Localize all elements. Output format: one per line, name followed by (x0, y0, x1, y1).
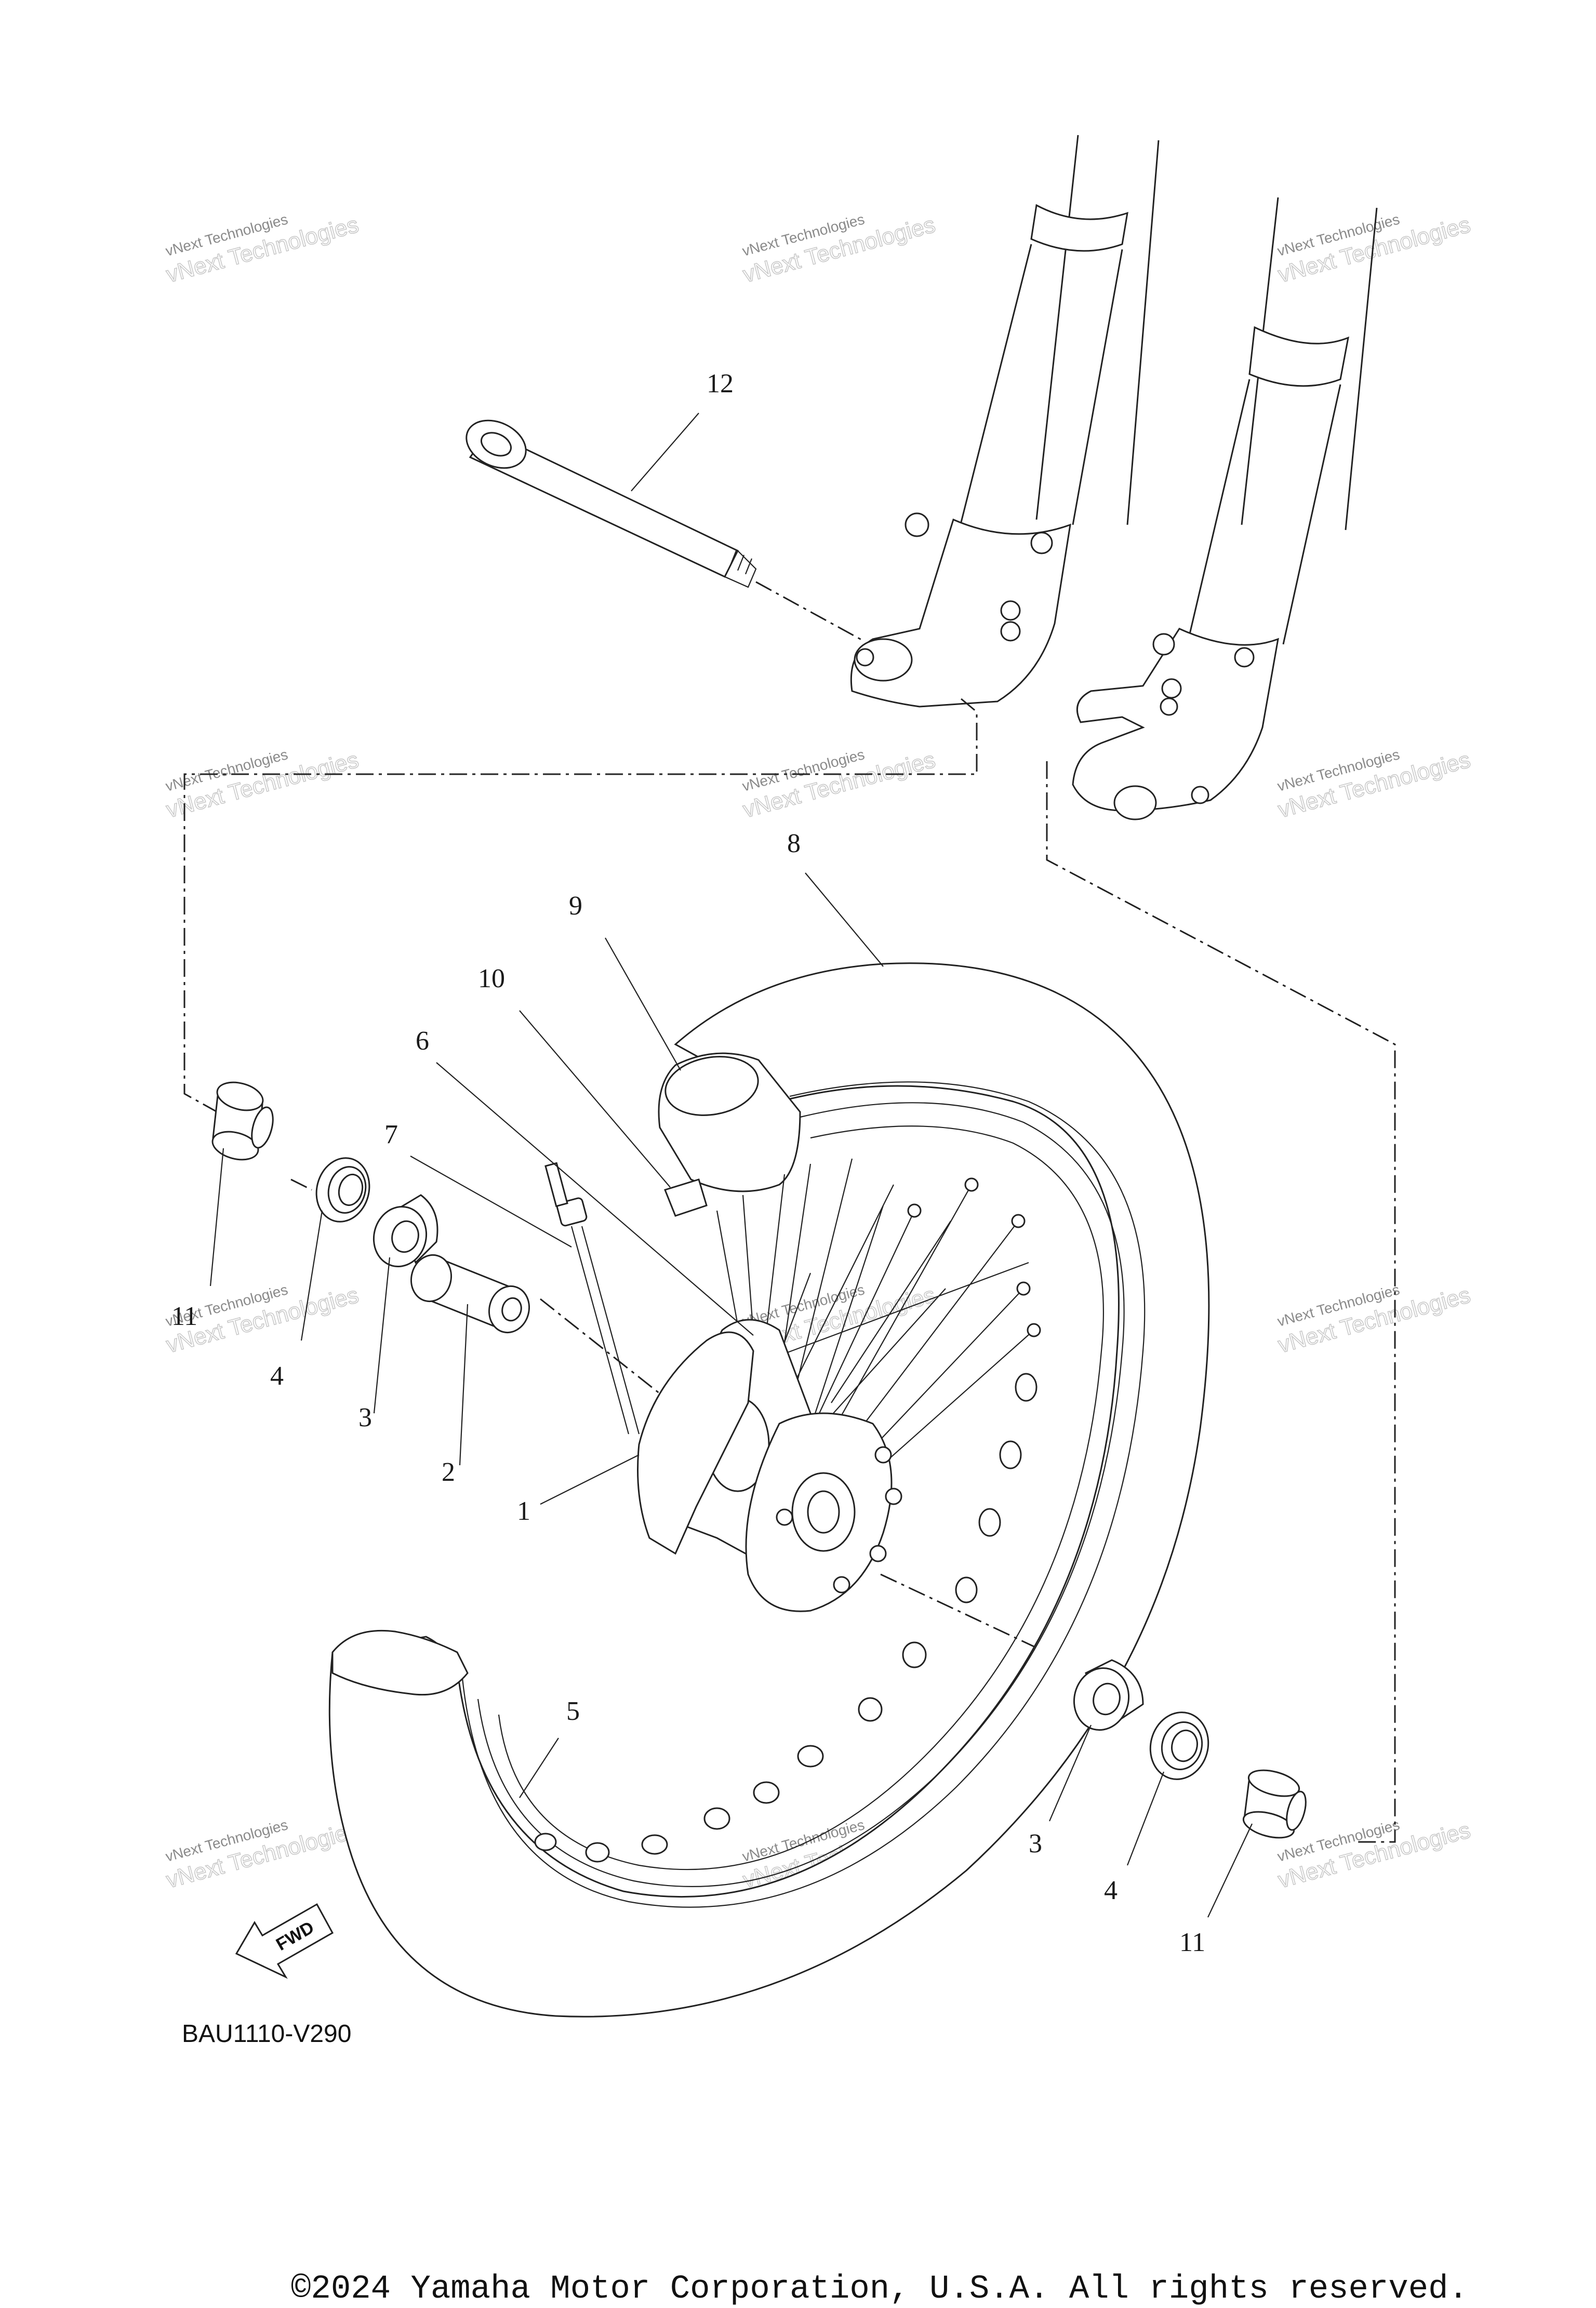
front-fork-left (850, 135, 1160, 708)
spacer-2 (410, 1254, 530, 1334)
callout-11-right: 11 (1179, 1928, 1205, 1957)
callout-6: 6 (416, 1026, 429, 1056)
valve-tab (664, 1178, 708, 1217)
callout-10: 10 (478, 964, 505, 993)
seal-3-left (373, 1194, 438, 1267)
watermark: vNext Technologies vNext Technologies (163, 746, 362, 823)
callout-11-left: 11 (171, 1302, 197, 1331)
fork-bolt-hole (1152, 633, 1175, 656)
front-axle (466, 419, 757, 588)
fork-bolt-hole (1000, 600, 1021, 621)
callout-7: 7 (384, 1120, 398, 1149)
spokes (716, 1158, 1041, 1507)
front-fork-right (1072, 197, 1378, 820)
watermark: vNext Technologies vNext Technologies (1275, 211, 1473, 288)
rim-spoke-holes (534, 1373, 1038, 1863)
fork-bolt-hole (1191, 786, 1209, 804)
fwd-arrow-icon: FWD (235, 1903, 334, 1979)
fork-bolt-hole (1030, 532, 1053, 554)
rim-band (658, 1052, 801, 1192)
air-valve (544, 1162, 640, 1435)
fork-bolt-hole (1000, 621, 1021, 642)
tire (328, 962, 1210, 2018)
axle-bore (1113, 785, 1157, 820)
callout-5: 5 (566, 1696, 580, 1726)
collar-11-left (211, 1081, 274, 1161)
callout-9: 9 (569, 891, 582, 921)
fork-bolt-hole (1234, 647, 1255, 668)
right-bearing-set (1073, 1659, 1307, 1839)
front-wheel (328, 962, 1210, 2018)
watermark: vNext Technologies vNext Technologies (1275, 1281, 1473, 1358)
callout-8: 8 (787, 829, 801, 858)
left-bearing-set (211, 1081, 530, 1334)
bearing-4-left (315, 1157, 370, 1223)
callouts: 12 8 9 10 6 7 1 2 3 4 11 5 3 4 11 (171, 369, 1205, 1957)
collar-11-right (1242, 1769, 1307, 1839)
fork-bolt-hole (1160, 697, 1178, 716)
watermark: vNext Technologies vNext Technologies (163, 211, 362, 288)
watermark: vNext Technologies vNext Technologies (740, 746, 938, 823)
watermark: vNext Technologies vNext Technologies (163, 1816, 362, 1893)
diagram-code: BAU1110-V290 (182, 2020, 351, 2048)
callout-2: 2 (442, 1457, 455, 1487)
seal-3-right (1073, 1659, 1144, 1731)
fork-bolt-hole (1161, 678, 1182, 699)
watermark: vNext Technologies vNext Technologies (1275, 746, 1473, 823)
callout-3-right: 3 (1029, 1829, 1042, 1859)
callout-4-left: 4 (270, 1361, 284, 1391)
bearing-4-right (1149, 1712, 1209, 1780)
leader-lines (209, 413, 1253, 1918)
callout-4-right: 4 (1104, 1876, 1118, 1905)
callout-3-left: 3 (358, 1403, 372, 1432)
copyright-notice: ©2024 Yamaha Motor Corporation, U.S.A. A… (291, 2271, 1468, 2308)
fork-bolt-hole (856, 648, 874, 667)
callout-1: 1 (517, 1496, 530, 1526)
brake-disc-cover (637, 1331, 754, 1555)
callout-12: 12 (707, 369, 734, 399)
watermark: vNext Technologies vNext Technologies (740, 211, 938, 288)
fork-bolt-hole (905, 512, 929, 537)
